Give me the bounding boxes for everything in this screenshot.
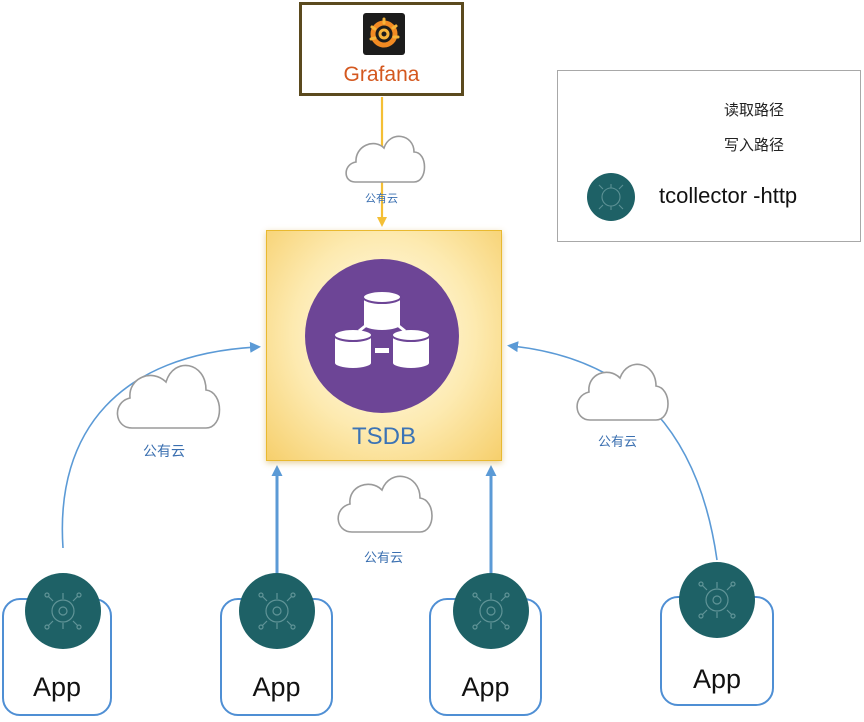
legend-tcollector-label: tcollector -http <box>659 183 798 208</box>
cloud-label-right: 公有云 <box>598 435 638 450</box>
app-label: App <box>692 664 742 694</box>
write-path-app4 <box>507 341 718 561</box>
legend-write-path-label: 写入路径 <box>724 136 785 154</box>
tsdb-node: TSDB <box>266 230 502 461</box>
grafana-node: Grafana <box>299 2 464 96</box>
grafana-logo-icon <box>363 13 405 55</box>
app-label: App <box>32 672 82 702</box>
app-label: App <box>252 672 301 702</box>
database-cluster-icon <box>305 259 459 413</box>
app-node-1: App <box>2 598 112 716</box>
legend: 读取路径 写入路径 tcollector -http <box>557 70 861 242</box>
grafana-label: Grafana <box>343 63 420 86</box>
app-node-3: App <box>429 598 542 716</box>
cloud-label-bottom: 公有云 <box>364 551 404 566</box>
cloud-label-left: 公有云 <box>143 444 185 460</box>
legend-tcollector-icon <box>587 173 635 221</box>
app-node-2: App <box>220 598 333 716</box>
cloud-label-top: 公有云 <box>365 192 398 205</box>
app-label: App <box>461 672 510 702</box>
write-path-app1 <box>61 341 261 549</box>
app-node-4: App <box>660 596 774 706</box>
tsdb-label: TSDB <box>351 423 416 450</box>
legend-read-path-label: 读取路径 <box>724 101 785 119</box>
